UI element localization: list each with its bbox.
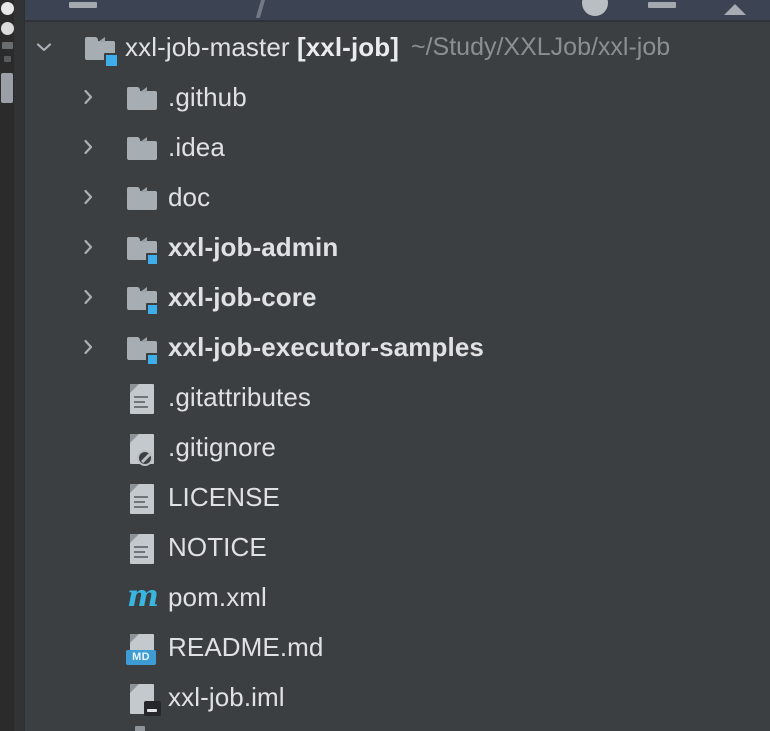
module-folder-icon bbox=[125, 280, 159, 316]
module-folder-icon bbox=[125, 330, 159, 366]
chevron-right-icon[interactable] bbox=[77, 136, 99, 158]
os-dot-2[interactable] bbox=[0, 22, 14, 35]
os-tool-strip bbox=[0, 0, 14, 731]
tree-row-label: NOTICE bbox=[168, 532, 267, 562]
tree-row-gitattributes[interactable]: .gitattributes bbox=[25, 372, 770, 422]
tree-row-label: pom.xml bbox=[168, 582, 267, 612]
maven-file-icon: m bbox=[127, 579, 159, 614]
tree-row-xxl-job-executor-samples[interactable]: xxl-job-executor-samples bbox=[25, 322, 770, 372]
toolbar-circle-icon[interactable] bbox=[582, 0, 608, 16]
tree-row-label: .gitattributes bbox=[168, 382, 312, 412]
text-file-icon bbox=[125, 380, 159, 414]
os-bar[interactable] bbox=[1, 73, 13, 103]
tree-row-xxl-job-core[interactable]: xxl-job-core bbox=[25, 272, 770, 322]
os-square-1[interactable] bbox=[1, 42, 13, 49]
tree-row-label: xxl-job.iml bbox=[168, 682, 285, 712]
tree-row-readme-md[interactable]: MD README.md bbox=[25, 622, 770, 672]
project-path: ~/Study/XXLJob/xxl-job bbox=[411, 32, 671, 61]
module-folder-icon bbox=[125, 230, 159, 266]
toolbar-divider bbox=[14, 20, 770, 22]
tree-row-github[interactable]: .github bbox=[25, 72, 770, 122]
markdown-badge-label: MD bbox=[126, 650, 156, 665]
text-file-icon bbox=[125, 530, 159, 564]
tree-row-label-root: xxl-job-master [xxl-job] bbox=[125, 32, 399, 62]
markdown-file-icon: MD bbox=[125, 630, 159, 665]
folder-icon bbox=[125, 180, 159, 214]
toolbar-triangle-icon[interactable] bbox=[724, 0, 746, 15]
tree-row-idea[interactable]: .idea bbox=[25, 122, 770, 172]
tool-window-divider bbox=[24, 0, 25, 731]
chevron-right-icon[interactable] bbox=[77, 186, 99, 208]
chevron-right-icon[interactable] bbox=[77, 86, 99, 108]
folder-icon bbox=[125, 80, 159, 114]
tree-row-doc[interactable]: doc bbox=[25, 172, 770, 222]
top-toolbar bbox=[14, 0, 770, 20]
text-file-icon bbox=[125, 480, 159, 514]
tree-row-license[interactable]: LICENSE bbox=[25, 472, 770, 522]
toolbar-rect-icon-1[interactable] bbox=[69, 0, 97, 8]
tree-row-label: .gitignore bbox=[168, 432, 276, 462]
tree-row-gitignore[interactable]: .gitignore bbox=[25, 422, 770, 472]
tree-row-label: doc bbox=[168, 182, 211, 212]
tree-row-label: xxl-job-admin bbox=[168, 232, 339, 262]
tree-row-partial-next bbox=[25, 725, 770, 731]
tool-window-gutter bbox=[14, 0, 25, 731]
folder-icon bbox=[125, 130, 159, 164]
os-dot-1[interactable] bbox=[0, 2, 14, 15]
tree-row-root[interactable]: xxl-job-master [xxl-job] ~/Study/XXLJob/… bbox=[25, 22, 770, 72]
tree-row-xxl-job-admin[interactable]: xxl-job-admin bbox=[25, 222, 770, 272]
project-file-tree[interactable]: xxl-job-master [xxl-job] ~/Study/XXLJob/… bbox=[25, 22, 770, 731]
tree-row-xxl-job-iml[interactable]: xxl-job.iml bbox=[25, 672, 770, 722]
tree-row-label: README.md bbox=[168, 632, 324, 662]
tree-row-label: LICENSE bbox=[168, 482, 280, 512]
toolbar-rect-icon-2[interactable] bbox=[648, 0, 676, 8]
chevron-right-icon[interactable] bbox=[77, 286, 99, 308]
ignored-file-icon bbox=[125, 430, 159, 466]
tree-row-pom-xml[interactable]: m pom.xml bbox=[25, 572, 770, 622]
chevron-right-icon[interactable] bbox=[77, 336, 99, 358]
tree-row-label: xxl-job-executor-samples bbox=[168, 332, 484, 362]
tree-row-notice[interactable]: NOTICE bbox=[25, 522, 770, 572]
module-folder-icon bbox=[83, 30, 119, 68]
module-descriptor-icon bbox=[125, 680, 161, 716]
partial-file-icon bbox=[135, 726, 145, 731]
toolbar-slash-icon[interactable] bbox=[255, 0, 267, 18]
tree-row-label: .github bbox=[168, 82, 247, 112]
os-square-2[interactable] bbox=[3, 56, 11, 62]
chevron-down-icon[interactable] bbox=[33, 36, 55, 58]
tree-row-label: .idea bbox=[168, 132, 225, 162]
chevron-right-icon[interactable] bbox=[77, 236, 99, 258]
tree-row-label: xxl-job-core bbox=[168, 282, 317, 312]
